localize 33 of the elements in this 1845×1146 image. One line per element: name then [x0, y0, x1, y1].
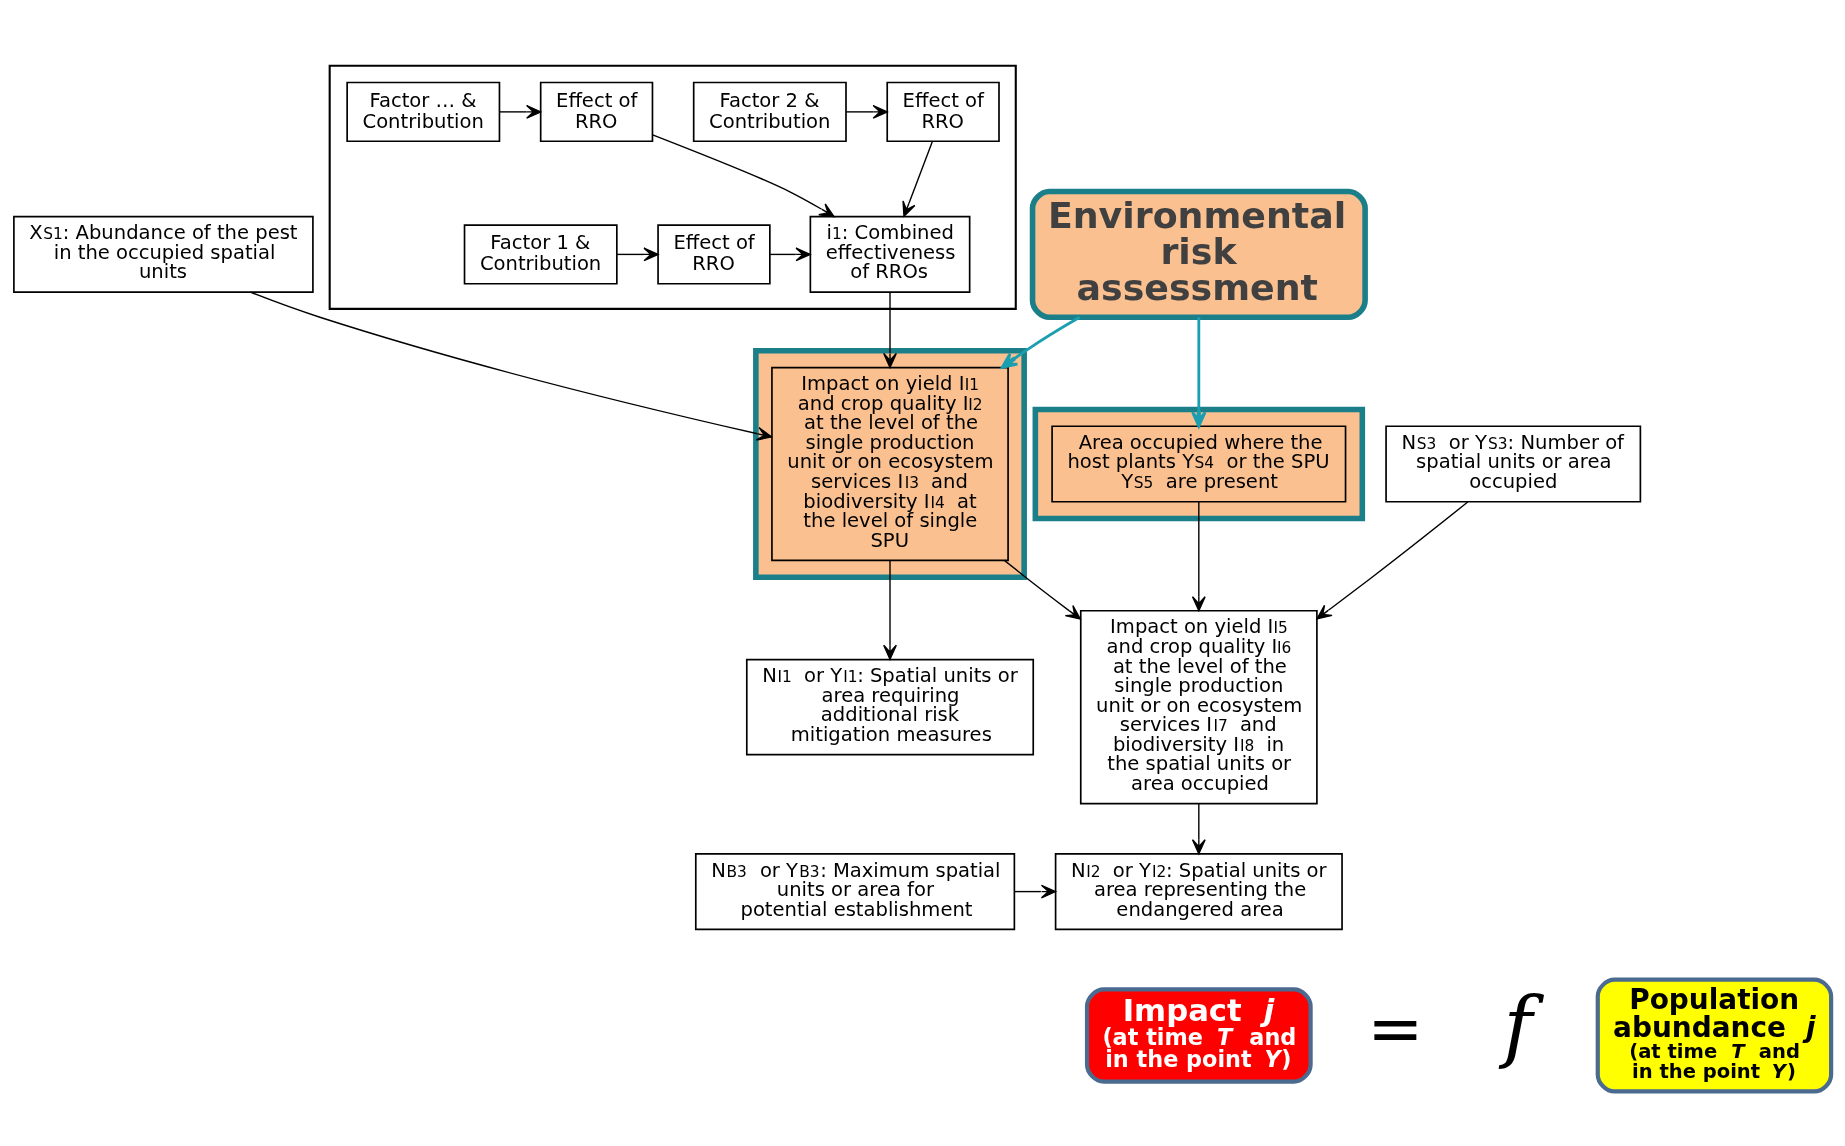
arrow	[249, 291, 773, 441]
arrow	[883, 291, 897, 369]
node-box: Area occupied where the host plants YS4 or the SPU YS5 are present	[1051, 425, 1347, 503]
node-box: Effect of RRO	[539, 81, 654, 143]
arrow	[651, 134, 835, 218]
arrow	[845, 104, 888, 119]
label: =	[1367, 990, 1424, 1069]
arrow	[902, 140, 934, 217]
node-box: Factor 1 & Contribution	[463, 224, 618, 285]
node-box: Population abundance j (at time T and in the point Y)	[1595, 977, 1834, 1094]
arrow	[1000, 316, 1081, 369]
cluster	[1032, 406, 1366, 522]
arrow	[769, 247, 811, 262]
node-box: i1: Combined effectiveness of RROs	[809, 215, 971, 293]
arrow	[616, 247, 659, 262]
arrow	[1191, 501, 1206, 612]
node-box: NS3 or YS3: Number of spatial units or area occupied	[1385, 425, 1642, 503]
arrow	[1191, 317, 1207, 428]
node-box: NI2 or YI2: Spatial units or area representing the endangered area	[1054, 853, 1343, 931]
node-box: XS1: Abundance of the pest in the occupied spatial units	[13, 215, 314, 293]
node-box: Factor … & Contribution	[346, 81, 501, 143]
arrow	[1014, 884, 1057, 899]
node-box: Impact j (at time T and in the point Y)	[1084, 987, 1313, 1084]
arrow	[883, 560, 897, 660]
node-box: Factor 2 & Contribution	[692, 81, 847, 143]
arrow	[1316, 501, 1469, 620]
node-box: Effect of RRO	[886, 81, 1000, 143]
node-box: Environmental risk assessment	[1029, 188, 1368, 321]
arrow	[1003, 559, 1081, 620]
node-box: Effect of RRO	[657, 224, 771, 285]
cluster	[328, 64, 1017, 310]
arrow	[499, 104, 542, 119]
arrow	[1191, 802, 1206, 855]
